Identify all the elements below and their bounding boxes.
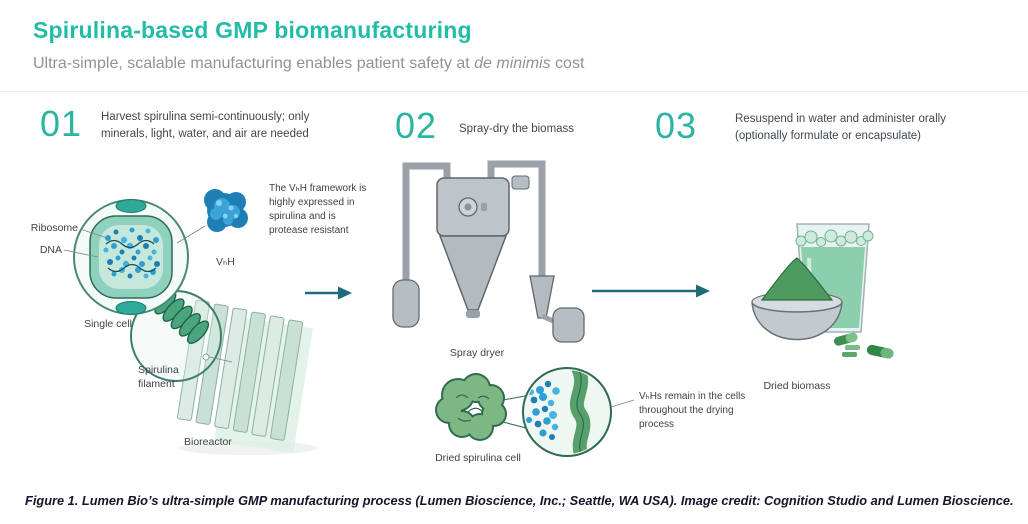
subtitle-italic-text: de minimis [474,55,551,72]
step-1-number: 01 [40,103,83,144]
vhh-note: The VₕH framework is highly expressed in… [269,183,367,236]
dried-biomass-illustration [751,223,894,359]
bioreactor-label: Bioreactor [184,436,232,448]
header-divider [0,91,1028,92]
dna-strand [105,239,155,249]
subtitle-text: Ultra-simple, scalable manufacturing ena… [33,55,475,72]
dried-spirulina-cell-label: Dried spirulina cell [435,452,521,464]
dried-cell-magnifier [522,367,635,457]
drying-note: VₕHs remain in the cells throughout the … [639,391,746,430]
subtitle-text-end: cost [550,55,585,72]
drying-note-leader-line [610,399,635,408]
single-cell-label: Single cell [84,318,132,330]
single-cell-illustration [63,199,189,315]
dna-label: DNA [39,244,62,256]
step-3-text: Resuspend in water and administer orally… [735,113,946,143]
spray-dryer-label: Spray dryer [449,347,505,359]
ribosome-leader-line [79,228,108,239]
step-1-text: Harvest spirulina semi-continuously; onl… [101,111,310,141]
bowl-of-powder [751,257,843,341]
capsules-and-tablets [834,332,894,359]
spray-dryer-illustration [392,160,585,343]
dried-biomass-label: Dried biomass [763,380,831,392]
page-title: Spirulina-based GMP biomanufacturing [33,17,472,43]
arrow-step1-to-step2 [305,286,352,300]
vhh-label: VₕH [216,256,235,268]
ribosome-label: Ribosome [30,222,78,234]
figure-caption: Figure 1. Lumen Bio’s ultra-simple GMP m… [25,493,1014,508]
step-2-number: 02 [395,105,438,146]
arrow-step2-to-step3 [592,284,710,298]
step-3-number: 03 [655,105,698,146]
vhh-protein-illustration [176,189,248,244]
spirulina-filament-label: Spirulina filament [138,364,179,390]
step-2-text: Spray-dry the biomass [459,123,575,135]
ribosome-dots [103,227,160,279]
dna-leader-line [63,249,99,258]
dried-cell-illustration [435,373,527,441]
bioreactor-illustration [177,299,318,455]
page-subtitle: Ultra-simple, scalable manufacturing ena… [33,55,584,73]
